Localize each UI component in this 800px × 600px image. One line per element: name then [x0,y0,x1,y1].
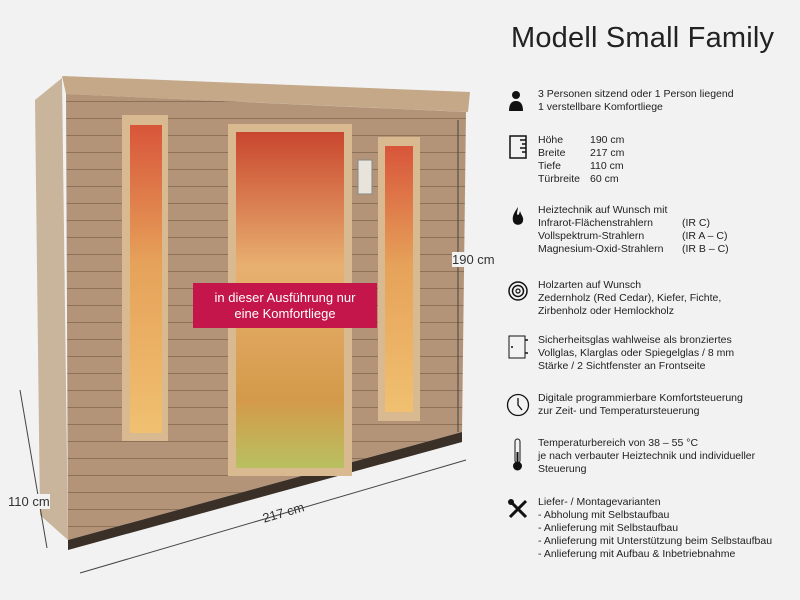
flame-icon [512,207,524,225]
right-window-glass [385,146,413,412]
left-window-glass [130,125,162,433]
feature-capacity: 3 Personen sitzend oder 1 Person liegend… [506,88,796,114]
heater-type: Vollspektrum-Strahlern [538,230,645,242]
feature-text: Zirbenholz oder Hemlockholz [538,305,674,317]
depth-dimension-label: 110 cm [8,494,50,509]
feature-text: - Anlieferung mit Selbstaufbau [538,522,679,534]
dimension-lines [19,120,467,574]
page-title: Modell Small Family [511,22,775,54]
feature-text: Sicherheitsglas wahlweise als bronzierte… [538,334,732,346]
heater-range: (IR C) [682,217,710,229]
feature-control: Digitale programmierbare Komfortsteuerun… [506,392,796,418]
feature-delivery: Liefer- / Montagevarianten- Abholung mit… [506,496,796,561]
thermometer-icon [513,438,522,471]
sauna-roof [62,76,470,112]
feature-text: Stärke / 2 Sichtfenster an Frontseite [538,360,706,372]
spec-value: 60 cm [590,173,619,185]
feature-text: - Abholung mit Selbstaufbau [538,509,670,521]
spec-label: Tiefe [538,160,561,172]
feature-text: Liefer- / Montagevarianten [538,496,661,508]
spec-value: 110 cm [590,160,624,172]
feature-text: Heiztechnik auf Wunsch mit [538,204,668,216]
feature-text: Steuerung [538,463,587,475]
wood-rings-icon [508,281,528,301]
feature-heating: Heiztechnik auf Wunsch mit Infrarot-Fläc… [506,204,796,256]
spec-value: 217 cm [590,147,625,159]
heater-range: (IR B – C) [682,243,729,255]
tools-icon [508,499,528,519]
spec-value: 190 cm [590,134,625,146]
control-panel [357,159,373,195]
heater-type: Magnesium-Oxid-Strahlern [538,243,664,255]
clock-icon [506,393,530,417]
sauna-side-panel [35,78,68,540]
feature-dimensions: Höhe 190 cm Breite 217 cm Tiefe 110 cm Türb… [506,134,796,186]
feature-text: zur Zeit- und Temperatursteuerung [538,405,700,417]
feature-text: Holzarten auf Wunsch [538,279,642,291]
glass-door-icon [508,335,528,359]
feature-text: Temperaturbereich von 38 – 55 °C [538,437,699,449]
spec-label: Höhe [538,134,564,146]
heater-range: (IR A – C) [682,230,728,242]
feature-text: 1 verstellbare Komfortliege [538,101,663,113]
ruler-icon [509,135,527,159]
spec-label: Türbreite [538,173,581,185]
feature-text: Vollglas, Klarglas oder Spiegelglas / 8 … [538,347,735,359]
heater-type: Infrarot-Flächenstrahlern [538,217,653,229]
feature-text: je nach verbauter Heiztechnik und indivi… [538,450,756,462]
spec-label: Breite [538,147,566,159]
banner-line: in dieser Ausführung nur [214,289,356,305]
height-dimension-label: 190 cm [452,252,495,267]
feature-text: Digitale programmierbare Komfortsteuerun… [538,392,743,404]
feature-glass: Sicherheitsglas wahlweise als bronzierte… [506,334,796,373]
banner-line: eine Komfortliege [234,305,336,321]
feature-text: - Anlieferung mit Aufbau & Inbetriebnahm… [538,548,736,560]
feature-text: 3 Personen sitzend oder 1 Person liegend [538,88,734,100]
feature-text: - Anlieferung mit Unterstützung beim Sel… [538,535,773,547]
person-icon [509,91,523,111]
feature-text: Zedernholz (Red Cedar), Kiefer, Fichte, [538,292,722,304]
